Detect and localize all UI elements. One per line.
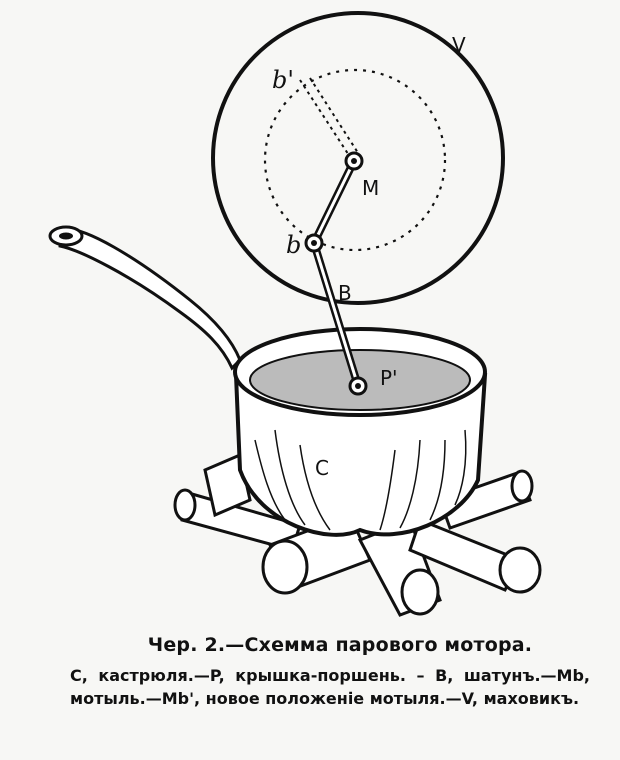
caption-title: Чер. 2.—Схемма парового мотора. <box>147 634 533 656</box>
crank-path-dotted <box>263 68 447 252</box>
flames <box>254 429 467 531</box>
label-crank-pin-new: b' <box>272 66 294 94</box>
label-crank-center: M <box>362 176 379 200</box>
crank-new-position <box>299 79 353 161</box>
label-connecting-rod: B <box>338 281 352 305</box>
firewood-logs <box>173 452 542 617</box>
steam-motor-diagram: V b' M b B P' C <box>48 11 542 617</box>
pot-body <box>233 373 488 537</box>
figure-caption: Чер. 2.—Схемма парового мотора. C, кастр… <box>70 630 590 710</box>
flywheel-circle <box>211 11 505 305</box>
caption-body: C, кастрюля.—P, крышка-поршень. – B, шат… <box>70 666 590 708</box>
pot-handle <box>58 227 242 371</box>
label-crank-pin: b <box>286 231 301 259</box>
label-flywheel: V <box>452 33 466 57</box>
label-piston: P' <box>380 366 398 390</box>
label-pot: C <box>315 456 329 480</box>
